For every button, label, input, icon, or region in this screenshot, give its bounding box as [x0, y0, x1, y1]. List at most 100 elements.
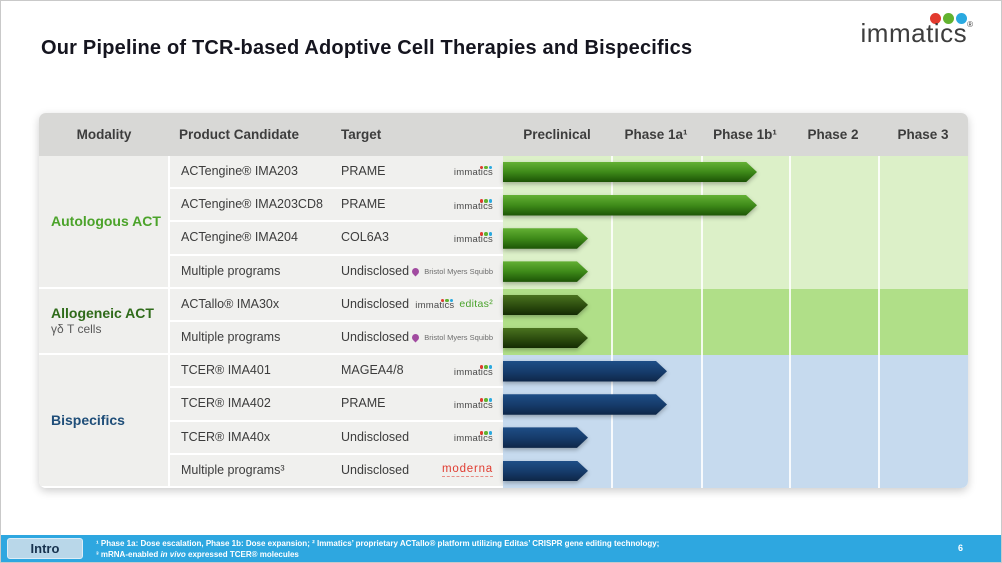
pipeline-arrow — [503, 228, 588, 249]
green-dot-icon — [943, 13, 954, 24]
pipeline-arrow-shape — [503, 427, 588, 448]
table-row: ACTengine® IMA204 COL6A3 immatics — [170, 222, 503, 254]
pipeline-arrow-shape — [503, 295, 588, 316]
pipeline-arrow-shape — [503, 162, 757, 183]
product-candidate: TCER® IMA402 — [181, 396, 271, 411]
pipeline-arrow — [503, 195, 757, 216]
immatics-partner-text: immatics — [453, 366, 493, 378]
modality-group-2: Bispecifics — [39, 355, 168, 486]
partner-logo-cell: Bristol Myers Squibb — [410, 256, 493, 287]
immatics-dots-icon — [479, 232, 492, 236]
table-row: TCER® IMA40x Undisclosed immatics — [170, 421, 503, 453]
target-value: PRAME — [341, 164, 386, 178]
product-candidate: ACTengine® IMA203 — [181, 164, 298, 178]
partner-logo-cell: immatics — [454, 156, 493, 187]
red-dot-icon — [930, 13, 941, 24]
column-gridline — [789, 156, 791, 488]
target-value: Undisclosed — [341, 462, 410, 477]
immatics-partner-logo: immatics — [454, 365, 493, 377]
immatics-dots-icon — [479, 199, 492, 203]
table-row: Multiple programs³ Undisclosed moderna — [170, 454, 503, 486]
immatics-partner-text: immatics — [453, 200, 493, 212]
column-gridline — [611, 156, 613, 488]
editas-partner-logo: editas² — [459, 298, 493, 311]
target-value: PRAME — [341, 396, 386, 411]
immatics-partner-logo: immatics — [454, 431, 493, 443]
pipeline-arrow — [503, 394, 667, 415]
pipeline-arrow-shape — [503, 228, 588, 249]
pipeline-arrow-shape — [503, 361, 667, 382]
pipeline-arrow-shape — [503, 394, 667, 415]
pipeline-arrow — [503, 162, 757, 183]
blue-dot-icon — [956, 13, 967, 24]
immatics-dots-icon — [479, 431, 492, 435]
header-phase-3: Phase 3 — [897, 127, 949, 142]
product-candidate: ACTallo® IMA30x — [181, 296, 280, 311]
bristol-myers-squibb-icon — [410, 266, 421, 277]
immatics-partner-text: immatics — [453, 167, 493, 179]
header-modality: Modality — [76, 127, 132, 142]
immatics-partner-text: immatics — [453, 233, 493, 245]
pipeline-arrow — [503, 361, 667, 382]
table-row: Multiple programs Undisclosed Bristol My… — [170, 255, 503, 287]
partner-logo-cell: immatics — [454, 422, 493, 453]
immatics-logo-dots-icon — [861, 13, 967, 24]
immatics-dots-icon — [440, 298, 454, 303]
header-preclinical: Preclinical — [523, 127, 591, 142]
modality-group-0: Autologous ACT — [39, 156, 168, 287]
modality-label: Bispecifics — [51, 412, 125, 429]
column-gridline — [878, 156, 880, 488]
column-gridline — [701, 156, 703, 488]
pipeline-arrow-shape — [503, 328, 588, 349]
pipeline-table: Modality Product Candidate Target Precli… — [39, 113, 968, 488]
immatics-partner-text: immatics — [415, 300, 455, 312]
target-value: Undisclosed — [341, 429, 410, 444]
target-value: Undisclosed — [341, 330, 410, 344]
modality-sublabel: γδ T cells — [51, 321, 102, 336]
header-phase-1b: Phase 1b¹ — [713, 127, 777, 142]
table-row: Multiple programs Undisclosed Bristol My… — [170, 322, 503, 354]
footnotes: ¹ Phase 1a: Dose escalation, Phase 1b: D… — [96, 538, 816, 560]
product-candidate: Multiple programs³ — [181, 462, 285, 477]
table-row: ACTengine® IMA203 PRAME immatics — [170, 156, 503, 188]
moderna-partner-logo: moderna — [442, 463, 493, 478]
partner-logo-cell: immatics — [454, 189, 493, 220]
intro-tab[interactable]: Intro — [7, 538, 83, 559]
partner-logo-cell: immatics — [454, 222, 493, 253]
bristol-myers-squibb-text: Bristol Myers Squibb — [424, 333, 493, 343]
footnote-line-1: ¹ Phase 1a: Dose escalation, Phase 1b: D… — [96, 539, 660, 548]
header-phase-2: Phase 2 — [807, 127, 859, 142]
header-target: Target — [341, 127, 382, 142]
target-value: Undisclosed — [341, 263, 410, 278]
product-candidate: Multiple programs — [181, 263, 281, 278]
page-title: Our Pipeline of TCR-based Adoptive Cell … — [41, 37, 693, 59]
table-row: ACTengine® IMA203CD8 PRAME immatics — [170, 189, 503, 221]
immatics-dots-icon — [479, 365, 492, 369]
product-candidate: ACTengine® IMA203CD8 — [181, 197, 323, 212]
pipeline-arrow — [503, 328, 588, 349]
immatics-logo: immatics® — [861, 13, 973, 47]
pipeline-arrow — [503, 295, 588, 316]
bristol-myers-squibb-icon — [410, 332, 421, 343]
product-candidate: TCER® IMA401 — [181, 363, 271, 378]
table-header-row: Modality Product Candidate Target Precli… — [39, 113, 968, 156]
partner-logo-cell: immatics — [454, 355, 493, 386]
target-value: PRAME — [341, 197, 386, 212]
registered-mark: ® — [967, 20, 973, 29]
immatics-partner-logo: immatics — [415, 298, 455, 312]
immatics-partner-logo: immatics — [454, 232, 493, 244]
table-row: ACTallo® IMA30x Undisclosed immatics edi… — [170, 288, 503, 320]
modality-label: Autologous ACT — [51, 212, 161, 229]
pipeline-arrow — [503, 461, 588, 482]
partner-logo-cell: moderna — [442, 455, 493, 486]
bristol-myers-squibb-text: Bristol Myers Squibb — [424, 266, 493, 276]
target-value: Undisclosed — [341, 296, 410, 311]
immatics-partner-text: immatics — [453, 399, 493, 411]
immatics-partner-logo: immatics — [454, 398, 493, 410]
target-value: MAGEA4/8 — [341, 363, 404, 378]
partner-logo-cell: Bristol Myers Squibb — [410, 322, 493, 353]
table-row: TCER® IMA401 MAGEA4/8 immatics — [170, 355, 503, 387]
footer-bar: Intro ¹ Phase 1a: Dose escalation, Phase… — [1, 535, 1001, 562]
